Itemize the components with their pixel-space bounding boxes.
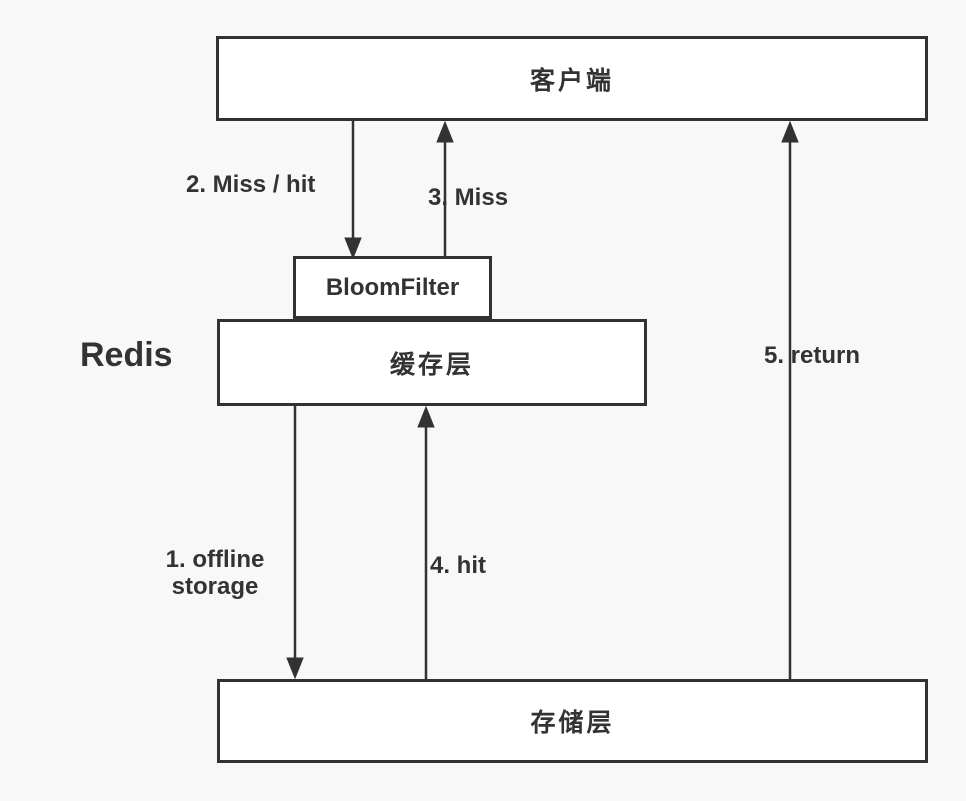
edge-label-return: 5. return — [764, 342, 861, 369]
node-storage-layer: 存储层 — [217, 679, 928, 763]
arrow-return — [781, 120, 799, 679]
arrow-offline-storage — [286, 406, 304, 680]
node-cache-layer: 缓存层 — [217, 319, 647, 406]
arrow-miss — [436, 120, 454, 258]
edge-label-miss-hit: 2. Miss / hit — [186, 171, 316, 198]
arrow-hit — [417, 405, 435, 679]
edge-label-miss: 3. Miss — [428, 184, 509, 211]
arrow-miss-hit — [344, 121, 362, 260]
edge-label-hit: 4. hit — [430, 552, 487, 579]
node-bloomfilter: BloomFilter — [293, 256, 492, 319]
node-client-label: 客户端 — [529, 66, 614, 95]
node-client: 客户端 — [216, 36, 928, 121]
node-bloomfilter-label: BloomFilter — [325, 273, 460, 301]
node-cache-layer-label: 缓存层 — [389, 350, 474, 379]
node-storage-layer-label: 存储层 — [530, 709, 615, 737]
redis-label: Redis — [80, 336, 173, 374]
edge-label-offline-storage: 1. offline storage — [165, 546, 265, 600]
